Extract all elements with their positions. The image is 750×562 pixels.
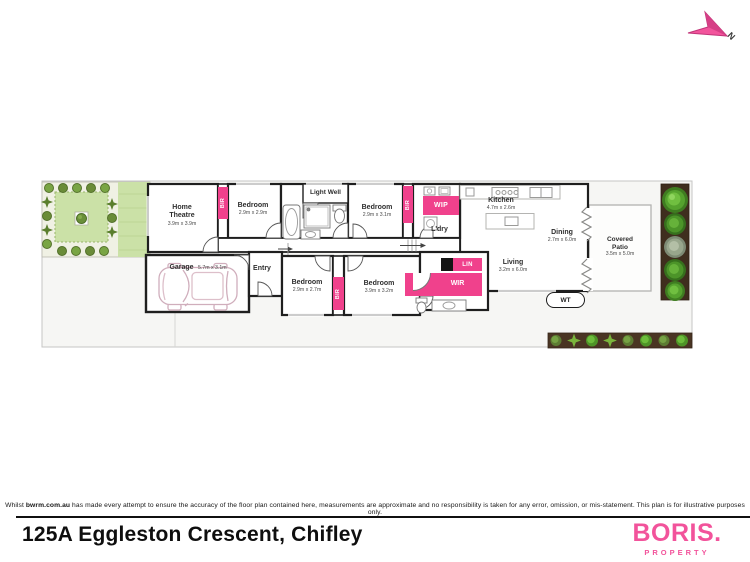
brand-logo: BORIS. PROPERTY [618, 519, 736, 558]
kitchen-fixtures [459, 185, 561, 230]
home-theatre-room [146, 182, 220, 254]
windows [146, 182, 556, 317]
bir-wardrobe: BIR [218, 187, 228, 219]
brand-tagline: PROPERTY [644, 548, 710, 557]
door-arc [257, 281, 273, 297]
door-arc [314, 255, 331, 272]
door-arc [265, 222, 282, 239]
door-arc [352, 223, 368, 239]
hall-steps-icon [278, 239, 426, 255]
garden-bush-icon [665, 281, 685, 301]
light-well-room [302, 183, 349, 204]
lin-cupboard: LIN [453, 258, 482, 271]
north-arrow-icon [687, 10, 729, 37]
garden-bush-icon [664, 236, 686, 258]
bathtub-basin [285, 208, 298, 236]
wip-pantry: WIP [423, 196, 459, 215]
property-address: 125A Eggleston Crescent, Chifley [22, 523, 363, 546]
door-arc [202, 236, 219, 253]
brand-name: BORIS. [632, 519, 722, 547]
bathroom-fixtures [282, 204, 347, 240]
door-arc [413, 273, 431, 291]
door-arc [347, 255, 364, 272]
bifold-doors-icon [580, 206, 593, 294]
garden-bush-icon [664, 259, 686, 281]
footer-divider [16, 516, 750, 518]
garden-bush-icon [662, 187, 688, 213]
door-arc [332, 222, 349, 239]
island-sink-icon [504, 216, 519, 226]
water-tank: WT [546, 292, 585, 308]
disclaimer-text: Whilst bwrm.com.au has made every attemp… [5, 502, 745, 516]
bir-wardrobe: BIR [403, 186, 413, 223]
car-icon [158, 262, 238, 311]
garden-bush-icon [664, 213, 686, 235]
door-arc [233, 254, 250, 271]
ensuite-fixtures [415, 297, 467, 314]
garden-tree-icons [41, 183, 118, 256]
front-garden [41, 181, 151, 258]
rear-garden-bed [660, 183, 690, 301]
side-garden-bed [547, 332, 693, 349]
bir-wardrobe: BIR [333, 277, 344, 310]
lin-cupboard-dark [441, 258, 453, 271]
laundry-fixtures [423, 186, 451, 231]
covered-patio-outline [588, 204, 652, 292]
wir-wardrobe: WIR [405, 273, 482, 296]
